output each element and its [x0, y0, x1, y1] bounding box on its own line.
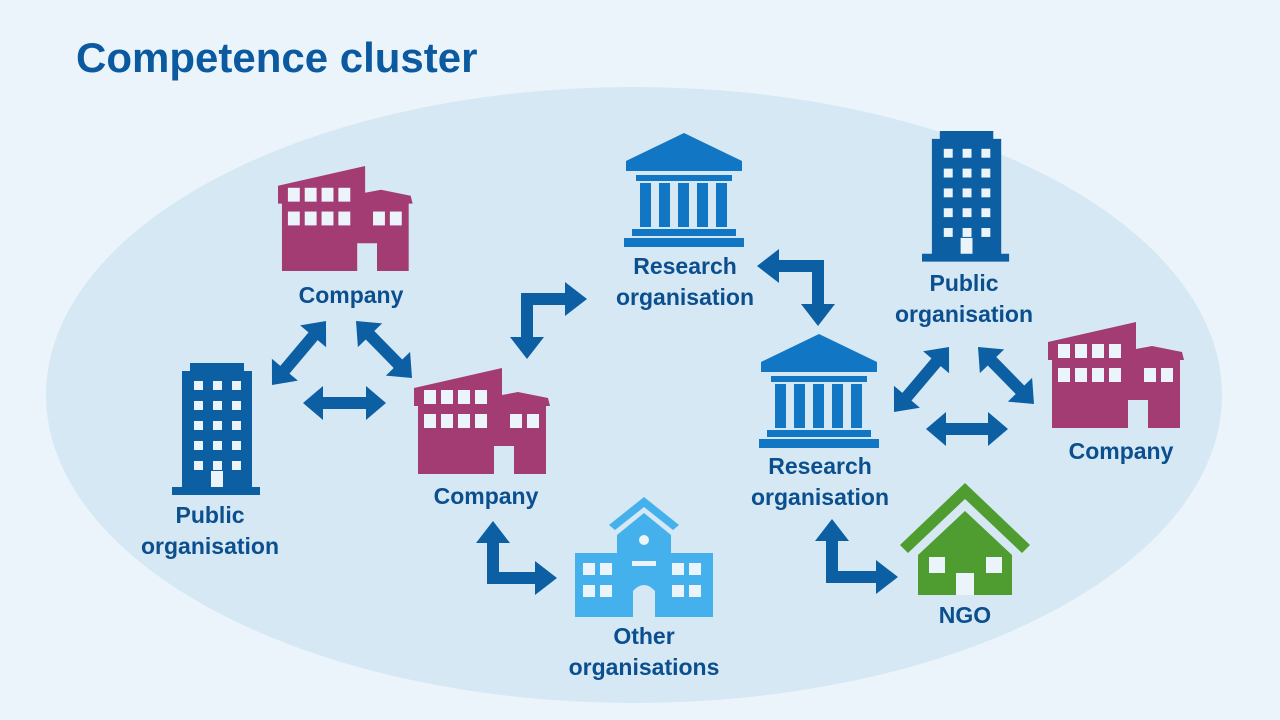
- label-line: Research: [768, 453, 872, 479]
- factory-icon: [414, 368, 550, 474]
- school-building-icon: [575, 497, 713, 617]
- icons-layer: [172, 131, 1184, 617]
- arrow-public-org-right-to-research-org-right: [893, 347, 950, 412]
- label-line: organisations: [568, 654, 720, 680]
- label-line: organisation: [140, 533, 280, 559]
- label-line: Company: [1068, 438, 1174, 464]
- factory-icon: [278, 166, 413, 271]
- arrow-company-center-to-other-orgs: [476, 521, 557, 595]
- label-line: Other: [613, 623, 675, 649]
- label-company-right: Company: [1069, 436, 1174, 467]
- arrow-public-org-left-to-company-center: [303, 386, 386, 420]
- arrow-company-top-left-to-public-org-left: [271, 321, 327, 386]
- label-other-orgs: Other organisations: [569, 621, 720, 683]
- page-title: Competence cluster: [76, 34, 478, 81]
- label-public-org-left: Public organisation: [141, 500, 279, 562]
- house-icon: [900, 483, 1030, 595]
- label-line: Research: [633, 253, 737, 279]
- arrow-company-center-to-research-org-top: [510, 282, 587, 359]
- arrow-research-org-right-to-ngo: [815, 519, 898, 594]
- label-company-top-left: Company: [299, 280, 404, 311]
- label-line: NGO: [938, 602, 992, 628]
- label-ngo: NGO: [939, 600, 991, 631]
- label-research-org-top: Research organisation: [616, 251, 754, 313]
- label-line: Public: [175, 502, 245, 528]
- label-line: organisation: [615, 284, 755, 310]
- label-line: organisation: [750, 484, 890, 510]
- arrows-layer: [271, 249, 1035, 595]
- office-building-icon: [172, 363, 260, 495]
- arrow-research-org-right-to-company-right: [926, 412, 1008, 446]
- institution-icon: [624, 133, 744, 247]
- institution-icon: [759, 334, 879, 448]
- arrow-public-org-right-to-company-right: [978, 347, 1035, 405]
- label-company-center: Company: [434, 481, 539, 512]
- label-line: Company: [298, 282, 404, 308]
- label-line: Public: [929, 270, 999, 296]
- factory-icon: [1048, 322, 1184, 428]
- arrow-research-org-top-to-research-org-right: [757, 249, 835, 326]
- office-building-icon: [922, 131, 1010, 262]
- label-line: organisation: [894, 301, 1034, 327]
- label-research-org-right: Research organisation: [751, 451, 889, 513]
- arrow-company-top-left-to-company-center: [356, 321, 413, 379]
- label-public-org-right: Public organisation: [895, 268, 1033, 330]
- label-line: Company: [433, 483, 539, 509]
